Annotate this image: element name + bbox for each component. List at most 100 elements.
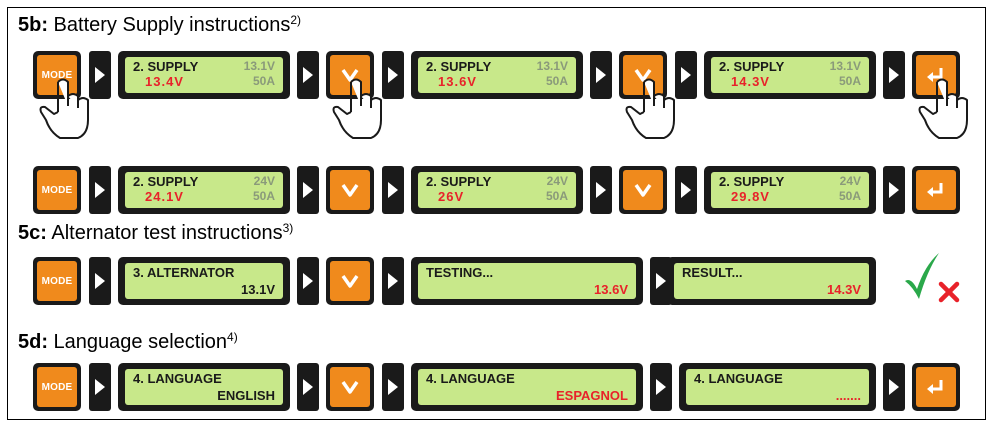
triangle-right-icon <box>382 257 404 305</box>
lcd-line1: 2. SUPPLY <box>426 174 492 189</box>
lcd-value: 13.6V <box>594 282 628 297</box>
lcd-display: 3. ALTERNATOR 13.1V <box>118 257 290 305</box>
check-icon <box>905 253 939 299</box>
lcd-current: 50A <box>545 74 568 88</box>
row-language: MODE 4. LANGUAGE ENGLISH 4. LANGUAGE ESP… <box>33 363 973 411</box>
lcd-nominal: 13.1V <box>243 59 275 73</box>
lcd-display: 2. SUPPLY 26V 24V 50A <box>411 166 583 214</box>
mode-button[interactable]: MODE <box>33 363 81 411</box>
lcd-line1: 4. LANGUAGE <box>133 371 222 386</box>
triangle-right-icon <box>650 363 672 411</box>
lcd-display: 4. LANGUAGE ENGLISH <box>118 363 290 411</box>
triangle-right-icon <box>297 257 319 305</box>
lcd-line1: 2. SUPPLY <box>426 59 492 74</box>
mode-button-label: MODE <box>41 381 73 393</box>
lcd-display: 4. LANGUAGE ESPAGNOL <box>411 363 643 411</box>
row-alternator: MODE 3. ALTERNATOR 13.1V TESTING... 13.6… <box>33 253 973 305</box>
lcd-value: ESPAGNOL <box>556 388 628 403</box>
lcd-display: TESTING... 13.6V <box>411 257 643 305</box>
lcd-line1: 2. SUPPLY <box>719 59 785 74</box>
lcd-nominal: 13.1V <box>536 59 568 73</box>
lcd-value: 13.1V <box>241 282 275 297</box>
down-button[interactable] <box>619 166 667 214</box>
heading-5b-id: 5b: <box>18 14 48 36</box>
lcd-line1: 4. LANGUAGE <box>426 371 515 386</box>
lcd-display: 2. SUPPLY 13.4V 13.1V 50A <box>118 51 290 99</box>
lcd-display: 4. LANGUAGE ....... <box>679 363 876 411</box>
down-arrow-icon <box>341 274 359 288</box>
down-button[interactable] <box>326 363 374 411</box>
heading-5d-title: Language selection <box>48 331 228 353</box>
heading-5d-note: 4) <box>227 330 238 344</box>
down-button[interactable] <box>326 166 374 214</box>
heading-5b-title: Battery Supply instructions <box>48 14 291 36</box>
heading-5d-id: 5d: <box>18 331 48 353</box>
mode-button-label: MODE <box>41 69 73 81</box>
triangle-right-icon <box>89 166 111 214</box>
row-supply-12v: MODE 2. SUPPLY 13.4V 13.1V 50A 2. SUPPLY… <box>33 51 973 99</box>
lcd-line1: 2. SUPPLY <box>133 59 199 74</box>
triangle-right-icon <box>675 51 697 99</box>
lcd-display: RESULT... 14.3V <box>667 257 876 305</box>
instruction-panel: 5b: Battery Supply instructions2) MODE 2… <box>7 7 986 420</box>
heading-5b-note: 2) <box>290 13 302 27</box>
lcd-value: ENGLISH <box>217 388 275 403</box>
enter-button[interactable] <box>912 166 960 214</box>
lcd-current: 50A <box>545 189 568 203</box>
down-arrow-icon <box>634 183 652 197</box>
triangle-right-icon <box>382 363 404 411</box>
triangle-right-icon <box>590 51 612 99</box>
lcd-line1: TESTING... <box>426 265 494 280</box>
lcd-line2: 13.4V <box>145 74 184 89</box>
triangle-right-icon <box>883 51 905 99</box>
lcd-nominal: 24V <box>839 174 861 188</box>
lcd-line1: 2. SUPPLY <box>133 174 199 189</box>
enter-button[interactable] <box>912 363 960 411</box>
down-button[interactable] <box>326 257 374 305</box>
lcd-line1: RESULT... <box>682 265 743 280</box>
down-arrow-icon <box>341 68 359 82</box>
enter-icon <box>927 380 943 394</box>
lcd-line2: 14.3V <box>731 74 770 89</box>
triangle-right-icon <box>297 363 319 411</box>
enter-icon <box>927 68 943 82</box>
lcd-display: 2. SUPPLY 29.8V 24V 50A <box>704 166 876 214</box>
enter-icon <box>927 183 943 197</box>
lcd-nominal: 13.1V <box>829 59 861 73</box>
heading-5c-id: 5c: <box>18 222 47 244</box>
lcd-line1: 2. SUPPLY <box>719 174 785 189</box>
cross-icon <box>938 281 960 303</box>
pointing-hand-icon <box>39 78 89 139</box>
lcd-current: 50A <box>838 189 861 203</box>
mode-button-label: MODE <box>41 275 73 287</box>
lcd-line2: 29.8V <box>731 189 770 204</box>
triangle-right-icon <box>675 166 697 214</box>
heading-5c-note: 3) <box>282 221 294 235</box>
lcd-nominal: 24V <box>253 174 275 188</box>
mode-button[interactable]: MODE <box>33 166 81 214</box>
row-supply-24v: MODE 2. SUPPLY 24.1V 24V 50A 2. SUPPLY 2… <box>33 166 973 214</box>
mode-button[interactable]: MODE <box>33 257 81 305</box>
lcd-current: 50A <box>252 189 275 203</box>
triangle-right-icon <box>297 166 319 214</box>
triangle-right-icon <box>382 166 404 214</box>
lcd-display: 2. SUPPLY 13.6V 13.1V 50A <box>411 51 583 99</box>
triangle-right-icon <box>89 257 111 305</box>
triangle-right-icon <box>883 166 905 214</box>
mode-button[interactable]: MODE <box>33 51 81 99</box>
down-arrow-icon <box>341 183 359 197</box>
lcd-line1: 3. ALTERNATOR <box>133 265 235 280</box>
pointing-hand-icon <box>918 78 968 139</box>
lcd-line2: 24.1V <box>145 189 184 204</box>
pointing-hand-icon <box>332 78 382 139</box>
heading-5c: 5c: Alternator test instructions3) <box>18 221 293 245</box>
triangle-right-icon <box>89 363 111 411</box>
triangle-right-icon <box>89 51 111 99</box>
lcd-line1: 4. LANGUAGE <box>694 371 783 386</box>
triangle-right-icon <box>590 166 612 214</box>
lcd-current: 50A <box>252 74 275 88</box>
heading-5d: 5d: Language selection4) <box>18 330 238 354</box>
down-arrow-icon <box>634 68 652 82</box>
lcd-nominal: 24V <box>546 174 568 188</box>
lcd-value: ....... <box>835 388 861 403</box>
